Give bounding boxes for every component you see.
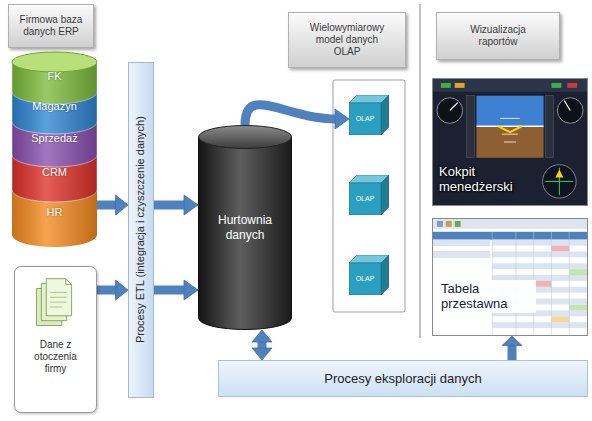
warehouse-label: Hurtownia danych [209,213,281,242]
arrow-shaft [508,345,517,360]
flow-arrow [97,195,128,215]
arrow-head [335,109,349,129]
arrow-head [116,280,128,300]
database-segment: FK [12,62,97,92]
arrow-head [184,280,198,300]
segment-label: Sprzedaż [31,132,77,145]
segment-label: HR [47,206,63,219]
database-segment: CRM [12,155,97,190]
arrow-shaft [154,201,185,210]
flow-arrow [97,280,128,300]
cube-label: OLAP [356,195,375,203]
header-box: Firmowa baza danych ERP [8,4,94,48]
process-band: Procesy eksploracji danych [218,360,588,397]
database-segment: Sprzedaż [12,122,97,155]
report-image: Kokpit menedżerski [432,78,588,206]
header-text: Wielowymiarowy model danych OLAP [302,22,392,58]
arrow-head [184,195,198,215]
arrow-head [116,195,128,215]
source-label: Dane z otoczenia firmy [27,339,85,375]
arrow-shaft [154,286,185,295]
segment-label: FK [47,70,61,83]
cylinder-sheen [12,62,97,247]
cube-label: OLAP [356,275,375,283]
segment-label: CRM [42,166,67,179]
cylinder-top [12,52,97,72]
report-label: Kokpit menedżerski [439,164,531,195]
report-image: Tabela przestawna [432,218,588,336]
warehouse-cylinder: Hurtownia danych [198,125,292,330]
arrow-head [502,336,522,346]
flow-arrow [154,280,198,300]
database-segment: HR [12,190,97,235]
flow-arrow [252,330,272,360]
separator-line [419,4,420,338]
header-text: Wizualizacja raportów [458,24,538,48]
flow-arrow [245,105,349,129]
process-label: Procesy ETL (integracja i czyszczenie da… [134,62,147,398]
cube-label: OLAP [356,115,375,123]
arrow-shaft [97,201,117,210]
database-segment: Magazyn [12,92,97,122]
report-label: Tabela przestawna [438,280,536,313]
header-box: Wielowymiarowy model danych OLAP [288,12,406,68]
flow-arrow [154,195,198,215]
arrow-head [252,348,272,360]
olap-panel [333,80,405,312]
process-label: Procesy eksploracji danych [324,371,482,387]
arrow-head [252,330,272,342]
process-band: Procesy ETL (integracja i czyszczenie da… [128,62,154,398]
header-box: Wizualizacja raportów [436,12,560,60]
segment-label: Magazyn [32,100,77,113]
olap-cube: OLAP [349,175,389,215]
olap-cube: OLAP [349,95,389,135]
olap-cube: OLAP [349,255,389,295]
arrow-shaft [245,105,336,125]
flow-arrow [502,336,522,360]
source-box: Dane z otoczenia firmy [14,266,97,413]
pivot-table-picture [433,219,587,335]
arrow-shaft [97,286,117,295]
header-text: Firmowa baza danych ERP [15,14,87,38]
